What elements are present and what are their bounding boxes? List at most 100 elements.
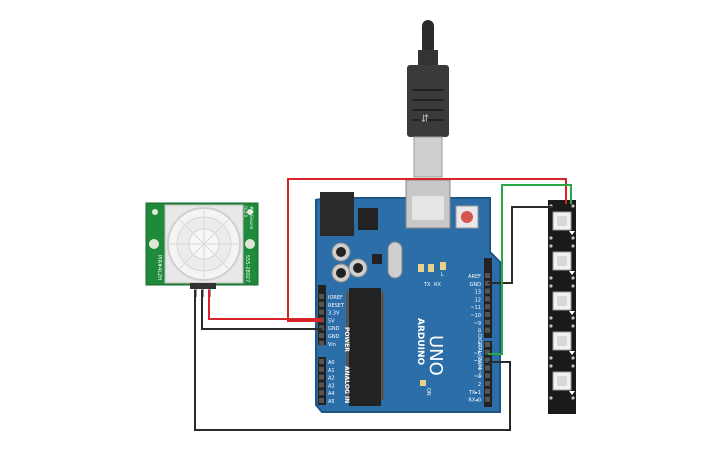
pin-socket[interactable] <box>485 319 490 325</box>
neopixel-led-die <box>557 296 567 306</box>
pin-label: IOREF <box>328 295 343 301</box>
pin-label: 13 <box>475 290 481 296</box>
pir-motion-sensor[interactable]: PIR#4L2H 555-28027 #W Ground Out 0 <box>145 202 259 297</box>
pin-label: ~10 <box>470 313 481 319</box>
pin-socket[interactable] <box>485 373 490 379</box>
pin-socket[interactable] <box>319 325 324 331</box>
solder-pad <box>571 356 575 360</box>
solder-pad <box>571 204 575 208</box>
digital-section-label: DIGITAL (PWM ~) <box>476 334 482 377</box>
pin-socket[interactable] <box>319 309 324 315</box>
pin-socket[interactable] <box>485 396 490 402</box>
pin-label: GND <box>470 282 482 288</box>
pin-socket[interactable] <box>319 340 324 346</box>
pin-label: 5V <box>328 318 335 324</box>
pin-socket[interactable] <box>319 390 324 396</box>
pin-socket[interactable] <box>319 374 324 380</box>
pin-socket[interactable] <box>319 294 324 299</box>
arduino-model-label: UNO <box>425 335 446 376</box>
pin-label: ~5 <box>474 359 481 365</box>
pin-socket[interactable] <box>319 398 324 403</box>
l-label: L <box>441 272 444 278</box>
pin-label: 3.3V <box>328 311 340 317</box>
solder-pad <box>549 236 553 240</box>
direction-arrow-icon <box>569 271 575 275</box>
solder-pad <box>549 396 553 400</box>
neopixel-strip[interactable] <box>548 200 576 414</box>
pin-label: 8 <box>478 329 481 335</box>
usb-cable: ⇆ <box>407 20 449 178</box>
solder-pad <box>571 324 575 328</box>
pin-label: 4 <box>478 366 481 372</box>
neopixel-led-die <box>557 336 567 346</box>
pir-pin-label-1: #W Ground <box>249 206 254 230</box>
direction-arrow-icon <box>569 391 575 395</box>
wire-green-d6-to-strip <box>488 184 572 355</box>
pin-socket[interactable] <box>319 382 324 388</box>
pin-label: 2 <box>478 382 481 388</box>
pin-socket[interactable] <box>485 312 490 317</box>
pin-label: ~3 <box>474 374 481 380</box>
pin-socket[interactable] <box>485 381 490 386</box>
wire-black-gnd-to-strip <box>488 206 553 284</box>
solder-pad <box>571 364 575 368</box>
solder-pad <box>549 244 553 248</box>
pin-socket[interactable] <box>319 359 324 364</box>
pin-label: 7 <box>478 343 481 349</box>
arduino-uno-board[interactable]: TX RX L ARDUINO UNO ON POWER ANALOG IN D… <box>315 179 501 413</box>
wire-red-pir-vcc <box>208 290 322 320</box>
pin-socket[interactable] <box>485 280 490 286</box>
pin-label: A0 <box>328 360 335 366</box>
pin-socket[interactable] <box>485 357 490 363</box>
pin-label: Vin <box>328 342 336 348</box>
solder-pad <box>549 356 553 360</box>
pin-label: GND <box>328 326 340 332</box>
solder-pad <box>549 316 553 320</box>
solder-pad <box>571 284 575 288</box>
neopixel-led-die <box>557 216 567 226</box>
neopixel-led-die <box>557 376 567 386</box>
wire-black-pir-out <box>194 290 511 431</box>
analog-header <box>318 357 326 405</box>
svg-text:⇆: ⇆ <box>420 114 431 122</box>
pin-label: A1 <box>328 368 335 374</box>
pin-socket[interactable] <box>319 333 324 338</box>
direction-arrow-icon <box>569 351 575 355</box>
pin-socket[interactable] <box>485 349 490 355</box>
pin-socket[interactable] <box>485 273 490 278</box>
power-section-label: POWER <box>343 327 350 352</box>
pin-label: ~9 <box>474 321 481 327</box>
analog-section-label: ANALOG IN <box>343 366 350 403</box>
solder-pad <box>549 364 553 368</box>
pir-part-label: PIR#4L2H <box>156 255 162 280</box>
pin-socket[interactable] <box>485 327 490 333</box>
pin-socket[interactable] <box>485 304 490 310</box>
pin-label: 12 <box>475 297 481 303</box>
solder-pad <box>571 244 575 248</box>
pir-pin-label-2: Out 0 <box>243 206 248 218</box>
solder-pad <box>571 236 575 240</box>
pin-label: GND <box>328 334 340 340</box>
pin-socket[interactable] <box>485 288 490 294</box>
pin-label: A2 <box>328 376 335 382</box>
pin-label: A3 <box>328 383 335 389</box>
direction-arrow-icon <box>569 231 575 235</box>
pir-code-label: 555-28027 <box>244 255 250 282</box>
neopixel-led-die <box>557 256 567 266</box>
pin-label: A5 <box>328 399 335 405</box>
pin-socket[interactable] <box>319 366 324 372</box>
pin-label: TX▸1 <box>468 390 481 396</box>
pin-socket[interactable] <box>485 342 490 347</box>
pin-socket[interactable] <box>485 296 490 302</box>
pin-label: ~11 <box>470 305 481 311</box>
pin-socket[interactable] <box>319 301 324 307</box>
solder-pad <box>549 324 553 328</box>
wire-black-pir-gnd <box>201 290 322 330</box>
power-header <box>318 285 326 345</box>
pin-socket[interactable] <box>485 388 490 394</box>
pin-socket[interactable] <box>485 365 490 371</box>
solder-pad <box>571 316 575 320</box>
